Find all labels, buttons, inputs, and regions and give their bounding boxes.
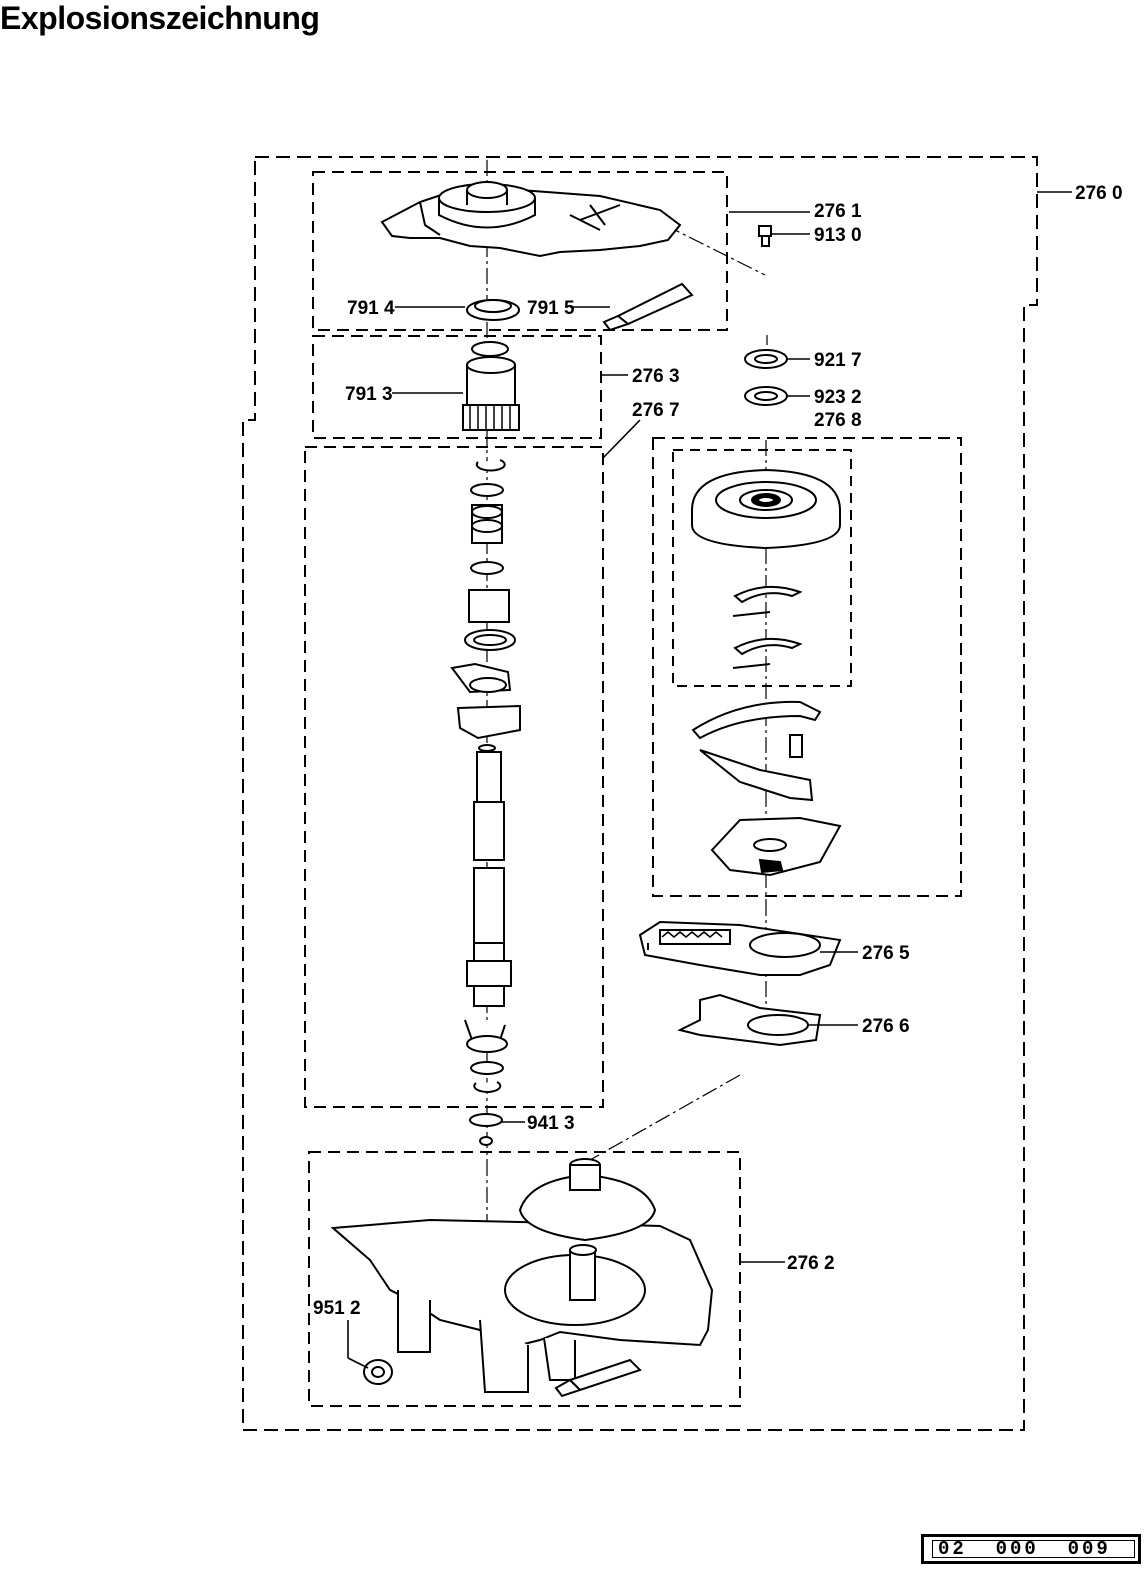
label-2762: 276 2 [787, 1253, 835, 1274]
label-2768: 276 8 [814, 410, 862, 431]
label-2760: 276 0 [1075, 183, 1123, 204]
label-7914: 791 4 [347, 298, 395, 319]
grease-tube-housing [554, 1358, 642, 1398]
group-2761-boundary [312, 171, 728, 331]
label-9217: 921 7 [814, 350, 862, 371]
label-2765: 276 5 [862, 943, 910, 964]
reference-code-box: 02 000 009 [921, 1534, 1141, 1564]
page-title: Explosionszeichnung [0, 0, 320, 36]
label-9512: 951 2 [313, 1298, 361, 1319]
group-2768-boundary [652, 437, 962, 897]
reference-code: 02 000 009 [938, 1538, 1111, 1560]
assembly-2760-boundary [242, 156, 1038, 1431]
spur-gear-2768 [691, 468, 841, 669]
label-2767: 276 7 [632, 400, 680, 421]
label-9130: 913 0 [814, 225, 862, 246]
sector-plate-2765 [638, 920, 842, 976]
group-2762-boundary [308, 1151, 741, 1407]
grease-tube-7915 [602, 282, 694, 332]
label-7913: 791 3 [345, 384, 393, 405]
screw-9130 [758, 225, 772, 247]
label-2761: 276 1 [814, 201, 862, 222]
washer-9413 [469, 1113, 503, 1127]
gear-housing-2762 [330, 1158, 714, 1393]
reference-code-inner-frame [932, 1540, 1135, 1558]
label-7915: 791 5 [527, 298, 575, 319]
label-2763: 276 3 [632, 366, 680, 387]
label-9232: 923 2 [814, 387, 862, 408]
label-2766: 276 6 [862, 1016, 910, 1037]
group-2763-boundary [312, 335, 602, 439]
part-labels: 276 0 276 1 913 0 791 4 791 5 921 7 276 … [313, 183, 1123, 1319]
lever-assembly [691, 700, 842, 877]
bushing-gear-7913 [462, 341, 520, 431]
seal-ring-9512 [363, 1359, 393, 1385]
gear-subgroup-boundary [672, 449, 852, 687]
group-2767-boundary [304, 446, 604, 1108]
label-9413: 941 3 [527, 1113, 575, 1134]
gear-cover [380, 181, 682, 258]
shaft-stack [450, 459, 521, 1146]
guide-plate-2766 [677, 993, 822, 1047]
seal-ring-7914 [466, 299, 520, 321]
